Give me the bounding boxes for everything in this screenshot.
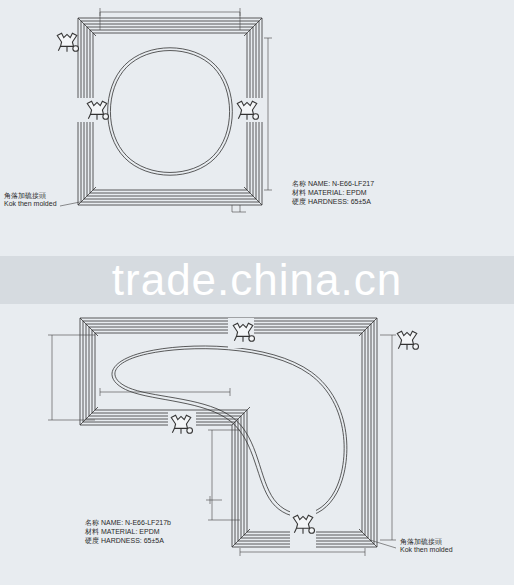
spec-name: 名称 NAME: N-E66-LF217b [85,519,235,527]
watermark-band [0,256,514,304]
watermark: trade.china.cn [0,256,514,304]
spec-material: 材料 MATERIAL: EPDM [292,189,442,197]
spec-name: 名称 NAME: N-E66-LF217 [292,180,442,188]
corner-note: 角落加硫接頭 Kok then molded [400,538,455,555]
spec-material: 材料 MATERIAL: EPDM [85,528,235,536]
spec-hardness: 硬度 HARDNESS: 65±5A [292,198,442,206]
corner-note: 角落加硫接頭 Kok then molded [4,192,59,209]
symbol-gaps [74,98,316,550]
spec-hardness: 硬度 HARDNESS: 65±5A [85,537,235,545]
